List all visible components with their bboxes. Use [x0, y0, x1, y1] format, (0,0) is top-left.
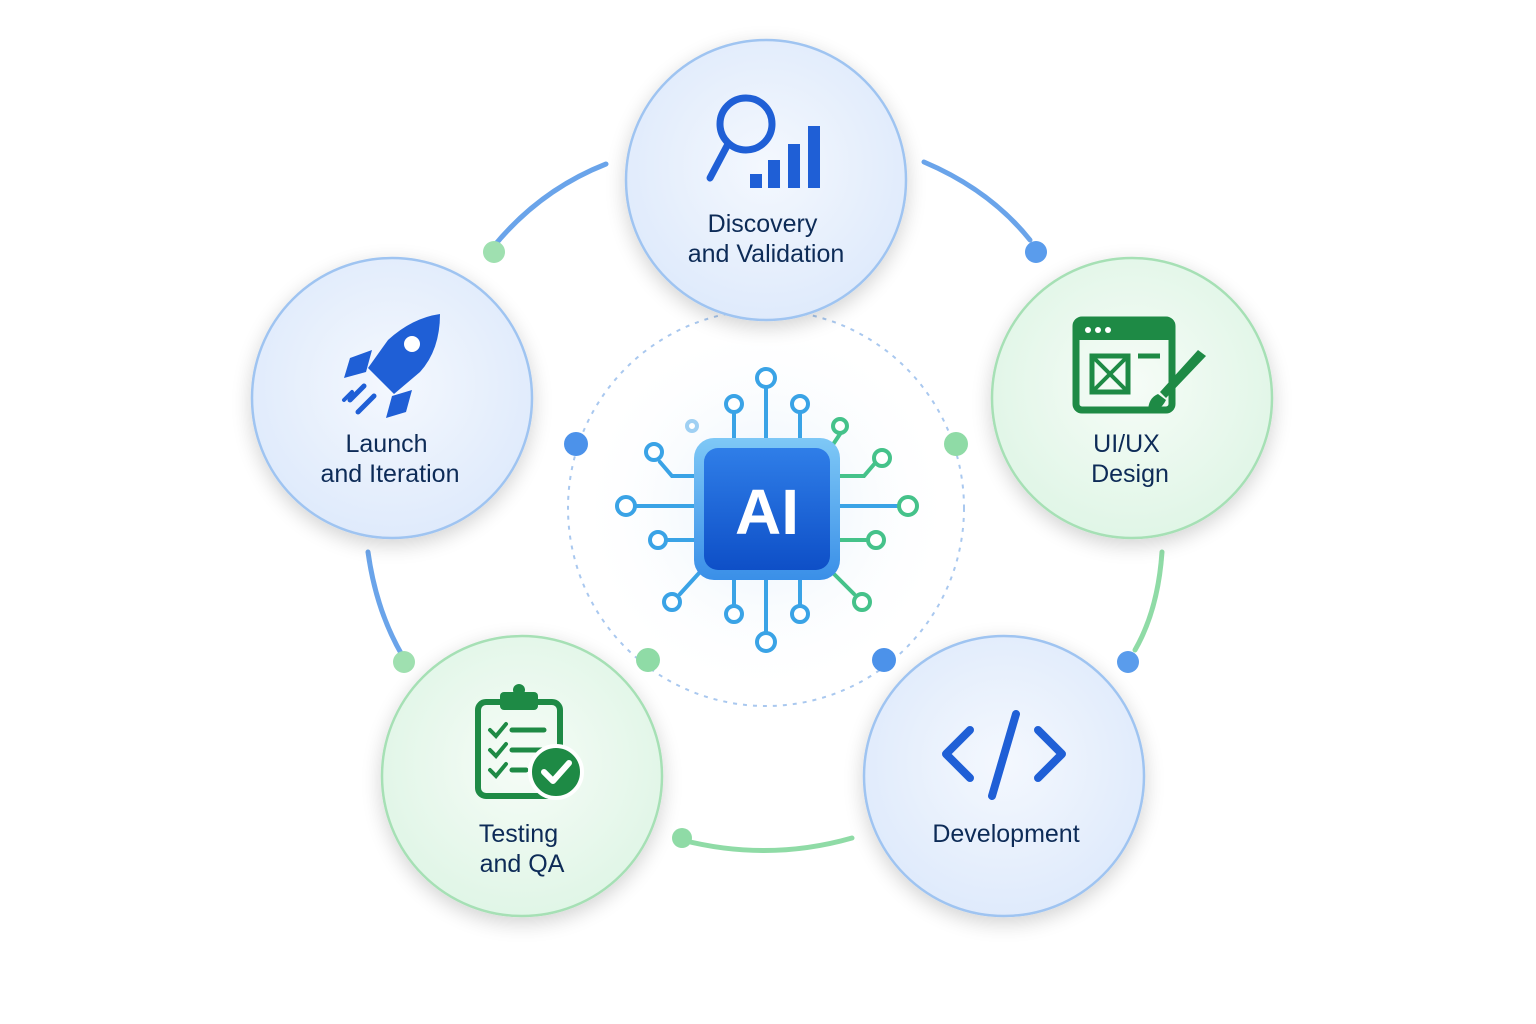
connector-dot	[1117, 651, 1139, 673]
connector-dot	[483, 241, 505, 263]
stage-label-line: and QA	[480, 850, 565, 878]
connector-dot	[1025, 241, 1047, 263]
stage-label-development: Development	[932, 820, 1079, 848]
stage-label-uiux: UI/UX Design	[1091, 430, 1169, 488]
stage-label-launch: Launch and Iteration	[321, 430, 460, 488]
design-window-brush-icon	[1072, 316, 1206, 414]
connector-uiux-development	[1132, 549, 1165, 653]
code-brackets-icon	[942, 710, 1066, 800]
stage-circle	[624, 38, 908, 322]
stage-circle	[380, 634, 664, 918]
stage-label-line: Launch	[346, 430, 428, 458]
hub-ring-dot-left	[564, 432, 588, 456]
ai-label: AI	[735, 476, 799, 548]
stage-testing	[380, 634, 664, 918]
stage-discovery	[624, 38, 908, 322]
stage-label-line: Design	[1091, 460, 1169, 488]
stage-label-line: Development	[932, 820, 1079, 848]
chip-body	[704, 448, 830, 570]
stage-label-testing: Testing and QA	[479, 820, 565, 878]
connector-launch-discovery	[491, 161, 609, 249]
search-chart-icon	[706, 94, 820, 188]
stage-label-line: UI/UX	[1093, 430, 1160, 458]
stage-circle	[862, 634, 1146, 918]
stage-label-line: and Validation	[688, 240, 845, 268]
clipboard-check-icon	[475, 684, 584, 800]
ai-chip-icon: AI	[615, 367, 919, 653]
stage-label-line: and Iteration	[321, 460, 460, 488]
connector-dots	[393, 241, 1139, 848]
rocket-icon	[342, 314, 440, 418]
stage-label-line: Testing	[479, 820, 558, 848]
stage-label-line: Discovery	[708, 210, 818, 238]
stage-circle	[990, 256, 1274, 540]
connector-dot	[672, 828, 692, 848]
connector-discovery-uiux	[921, 159, 1033, 243]
hub-ring-dot-bottom-left	[636, 648, 660, 672]
ai-hub: AI	[564, 309, 968, 707]
stage-uiux	[990, 256, 1274, 540]
hub-ring-dot-bottom-right	[872, 648, 896, 672]
circuit-traces	[615, 367, 919, 653]
stage-label-discovery: Discovery and Validation	[688, 210, 845, 268]
connector-development-testing	[679, 835, 855, 853]
stage-development	[862, 634, 1146, 918]
hub-ring-dot-right	[944, 432, 968, 456]
connector-dot	[393, 651, 415, 673]
connector-testing-launch	[365, 549, 405, 658]
connector-arcs	[365, 159, 1165, 853]
